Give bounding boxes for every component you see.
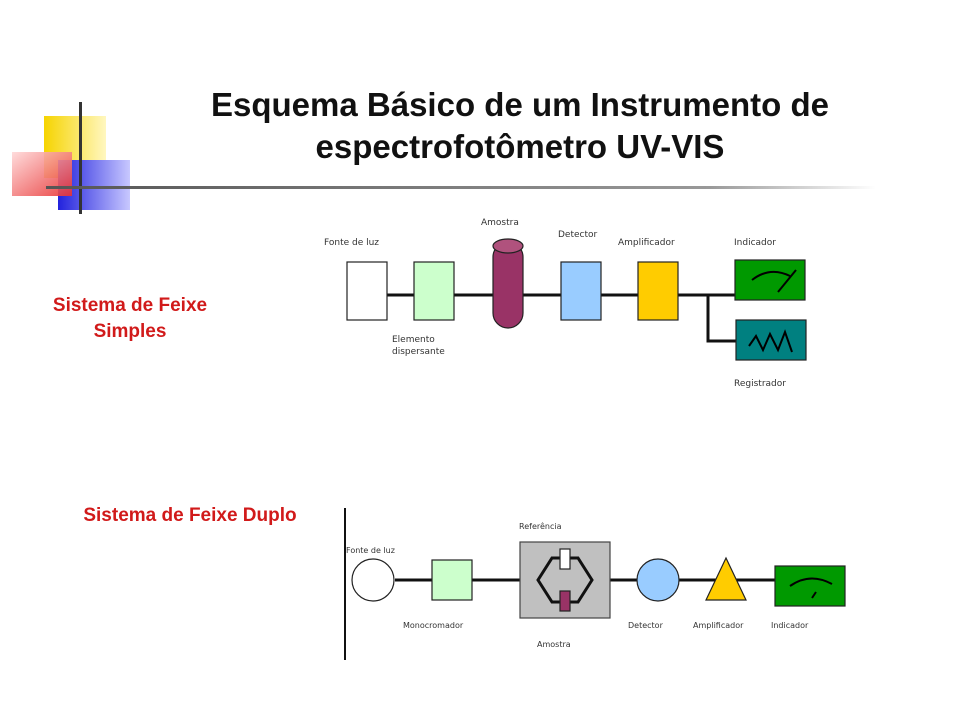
simple-label-dispersing-1: Elemento bbox=[392, 335, 435, 345]
simple-dispersing-element bbox=[413, 261, 455, 321]
double-reference-cell bbox=[559, 548, 571, 570]
double-indicator bbox=[774, 565, 846, 607]
simple-label-dispersing-2: dispersante bbox=[392, 347, 445, 357]
simple-recorder-branch bbox=[706, 295, 736, 343]
double-label-indicator: Indicador bbox=[771, 621, 809, 630]
simple-amplifier bbox=[637, 261, 679, 321]
simple-sample-cell bbox=[492, 238, 524, 329]
double-label-reference: Referência bbox=[519, 521, 562, 531]
double-monochromator bbox=[431, 559, 473, 601]
simple-label-detector: Detector bbox=[558, 230, 598, 240]
simple-label-sample: Amostra bbox=[481, 218, 519, 228]
simple-light-source bbox=[346, 261, 388, 321]
simple-recorder bbox=[735, 319, 807, 361]
title-line-2: espectrofotômetro UV-VIS bbox=[315, 128, 725, 165]
title-line-1: Esquema Básico de um Instrumento de bbox=[211, 86, 829, 123]
simple-detector bbox=[560, 261, 602, 321]
simple-beam-label: Sistema de Feixe Simples bbox=[52, 295, 208, 342]
simple-label-amplifier: Amplificador bbox=[618, 238, 675, 248]
deco-vertical-line bbox=[79, 102, 82, 214]
deco-horizontal-line bbox=[46, 186, 876, 189]
double-label-sample: Amostra bbox=[537, 640, 571, 649]
double-label-detector: Detector bbox=[628, 621, 664, 630]
double-chopper-unit bbox=[519, 541, 611, 619]
double-light-source bbox=[351, 558, 395, 602]
double-detector bbox=[636, 558, 680, 602]
slide-title: Esquema Básico de um Instrumento de espe… bbox=[140, 84, 900, 168]
simple-label-light-source: Fonte de luz bbox=[324, 238, 379, 248]
double-amplifier bbox=[705, 556, 747, 601]
double-label-amplifier: Amplificador bbox=[693, 621, 744, 630]
double-label-monochromator: Monocromador bbox=[403, 621, 464, 630]
double-beam-label: Sistema de Feixe Duplo bbox=[83, 505, 297, 526]
simple-label-indicator: Indicador bbox=[734, 238, 776, 248]
simple-indicator bbox=[734, 259, 806, 301]
double-sample-cell bbox=[559, 590, 571, 612]
simple-label-recorder: Registrador bbox=[734, 379, 786, 389]
double-label-light-source: Fonte de luz bbox=[346, 546, 395, 555]
